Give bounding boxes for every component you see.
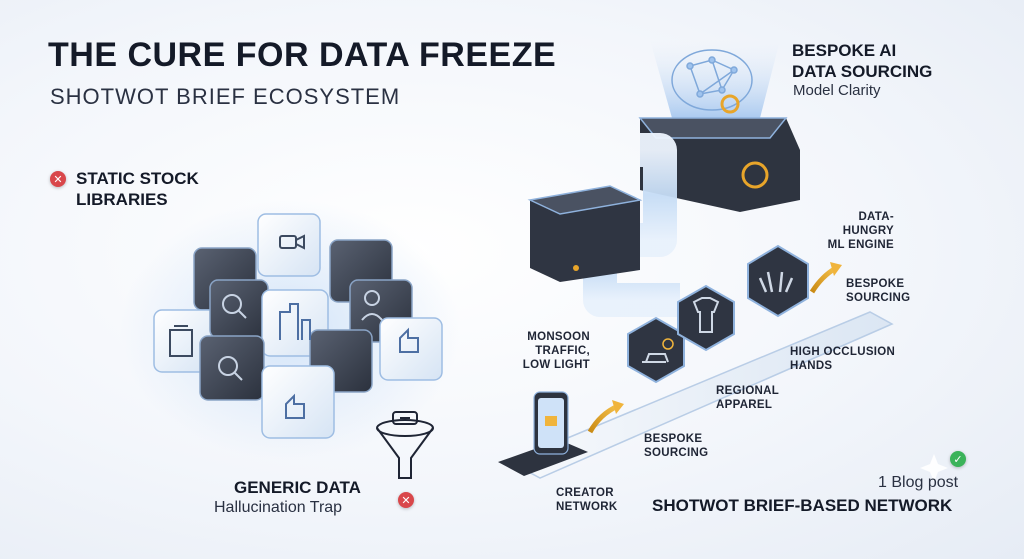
error-x-icon: ✕ bbox=[50, 171, 66, 187]
high-occlusion-label: HIGH OCCLUSION HANDS bbox=[790, 345, 895, 373]
bespoke-bottom-line2: SOURCING bbox=[644, 447, 709, 459]
arrow-icon-upper bbox=[809, 265, 838, 294]
brain-network-icon bbox=[671, 49, 753, 111]
hex-tile-traffic bbox=[627, 316, 685, 384]
ml-engine-box bbox=[638, 117, 800, 212]
static-stock-line2: LIBRARIES bbox=[76, 190, 168, 209]
monsoon-line2: TRAFFIC, bbox=[535, 345, 590, 357]
gear-icon bbox=[720, 94, 740, 114]
hex-tile-hands bbox=[747, 244, 809, 318]
bespoke-ai-line2: DATA SOURCING bbox=[792, 62, 933, 81]
server-block bbox=[527, 185, 643, 282]
hallucination-caption: Hallucination Trap bbox=[214, 499, 343, 516]
page-subtitle: SHOTWOT BRIEF ECOSYSTEM bbox=[50, 84, 401, 109]
network-title: SHOTWOT BRIEF-BASED NETWORK bbox=[652, 496, 953, 515]
engine-beam bbox=[650, 40, 780, 118]
monsoon-line3: LOW LIGHT bbox=[522, 359, 590, 371]
generic-data-title: GENERIC DATA bbox=[234, 478, 361, 497]
page-title: THE CURE FOR DATA FREEZE bbox=[48, 36, 557, 74]
ml-engine-line2: ML ENGINE bbox=[827, 239, 894, 251]
ml-engine-label: DATA-HUNGRY ML ENGINE bbox=[808, 210, 894, 252]
bespoke-bottom-line1: BESPOKE bbox=[644, 433, 703, 445]
phone-icon bbox=[498, 391, 588, 476]
error-x-icon-funnel: ✕ bbox=[398, 492, 414, 508]
blog-post-link[interactable]: 1 Blog post bbox=[878, 474, 959, 491]
regional-apparel-label: REGIONAL APPAREL bbox=[716, 384, 779, 412]
bespoke-ai-title: BESPOKE AI DATA SOURCING bbox=[792, 40, 932, 82]
model-clarity-caption: Model Clarity bbox=[793, 82, 881, 99]
sparkle-icon bbox=[920, 454, 948, 482]
ml-engine-line1: DATA-HUNGRY bbox=[842, 211, 894, 237]
static-stock-line1: STATIC STOCK bbox=[76, 169, 199, 188]
cube-icons bbox=[169, 234, 419, 419]
monsoon-line1: MONSOON bbox=[527, 331, 590, 343]
hex-tile-apparel bbox=[677, 284, 735, 352]
static-stock-heading: STATIC STOCK LIBRARIES bbox=[76, 168, 199, 210]
bespoke-sourcing-bottom-label: BESPOKE SOURCING bbox=[644, 432, 708, 460]
creator-line1: CREATOR bbox=[556, 487, 614, 499]
engine-gear-icon bbox=[741, 161, 769, 189]
apparel-line1: REGIONAL bbox=[716, 385, 780, 397]
bespoke-top-line1: BESPOKE bbox=[846, 278, 905, 290]
creator-network-label: CREATOR NETWORK bbox=[556, 486, 618, 514]
occlusion-line1: HIGH OCCLUSION bbox=[790, 346, 896, 358]
bespoke-top-line2: SOURCING bbox=[846, 292, 911, 304]
bespoke-sourcing-top-label: BESPOKE SOURCING bbox=[846, 277, 910, 305]
creator-line2: NETWORK bbox=[556, 501, 618, 513]
check-icon: ✓ bbox=[950, 451, 966, 467]
occlusion-line2: HANDS bbox=[790, 360, 833, 372]
funnel-icon bbox=[376, 411, 434, 479]
apparel-line2: APPAREL bbox=[716, 399, 773, 411]
bespoke-ai-line1: BESPOKE AI bbox=[792, 41, 897, 60]
monsoon-traffic-label: MONSOON TRAFFIC, LOW LIGHT bbox=[520, 330, 590, 372]
